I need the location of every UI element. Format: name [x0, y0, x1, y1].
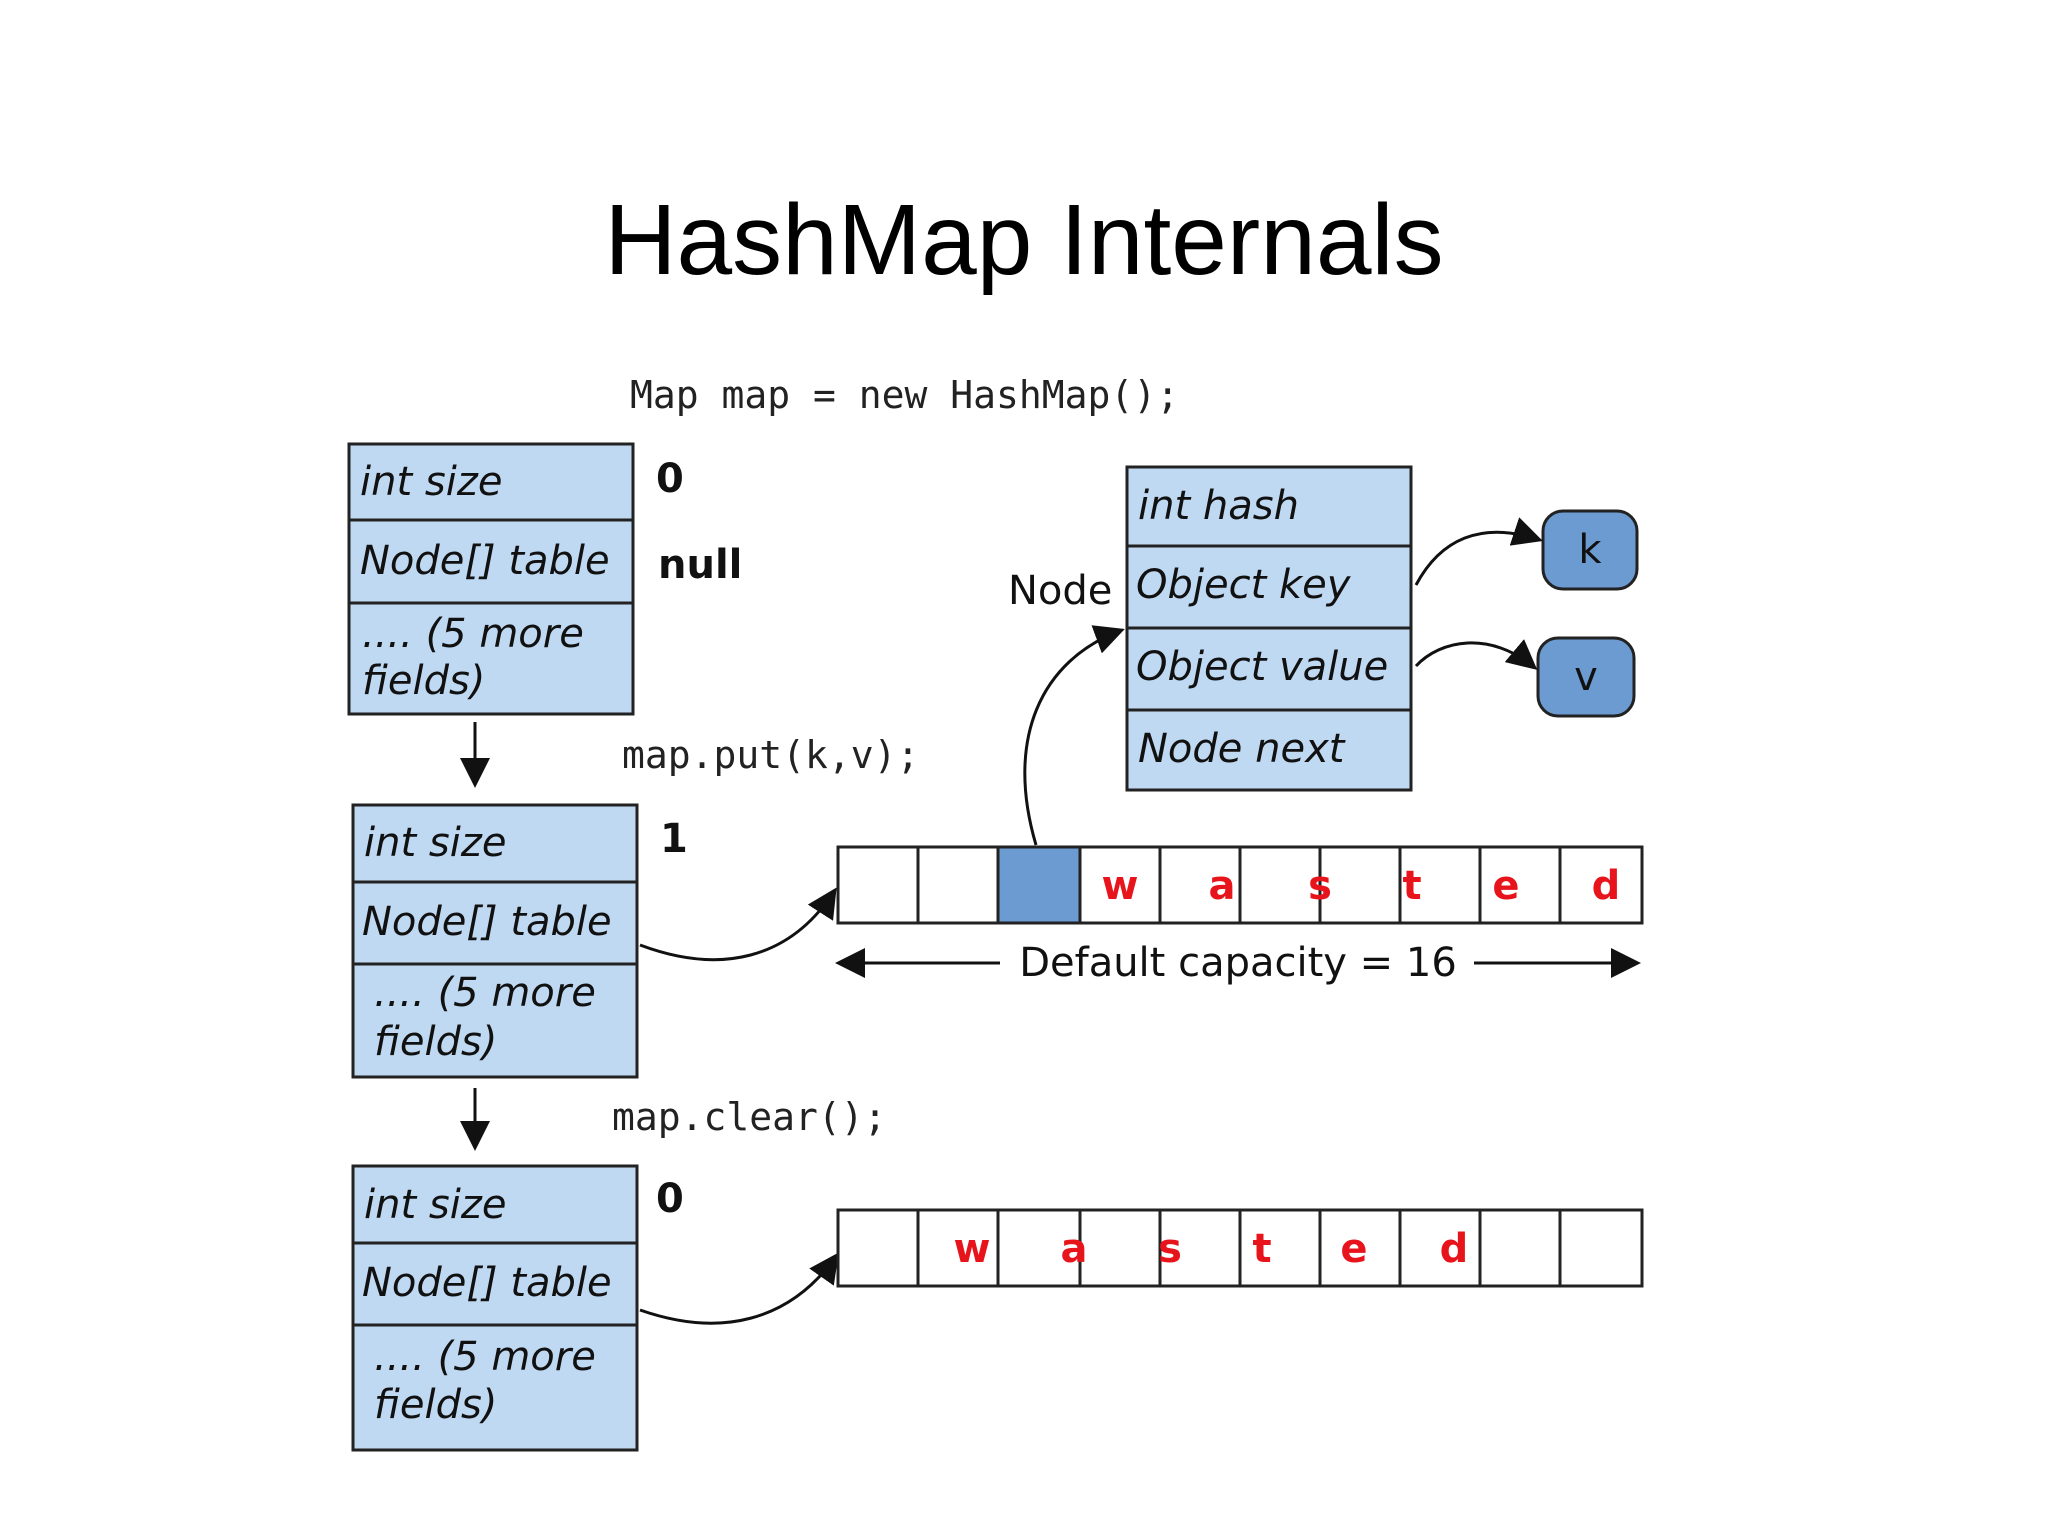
key-object: k	[1541, 509, 1639, 591]
field-more-fields-cont: fields)	[362, 658, 485, 704]
field-node-table: Node[] table	[360, 538, 610, 584]
node-field-hash: int hash	[1138, 483, 1299, 529]
code-map-clear: map.clear();	[612, 1095, 887, 1139]
value-object: v	[1536, 636, 1636, 718]
wasted-letter: a	[1061, 1226, 1088, 1272]
occupied-bucket	[996, 845, 1082, 925]
field-int-size: int size	[364, 1182, 506, 1228]
hashmap-object-after-clear: int size Node[] table .... (5 more field…	[351, 1164, 639, 1452]
wasted-letter: t	[1252, 1226, 1271, 1272]
wasted-letter: w	[954, 1226, 991, 1272]
node-field-next: Node next	[1138, 726, 1346, 772]
node-label: Node	[1008, 568, 1112, 614]
size-value: 0	[656, 1176, 684, 1222]
field-more-fields: .... (5 more	[374, 970, 596, 1016]
bucket-to-node-arrow	[1023, 625, 1125, 846]
field-node-table: Node[] table	[362, 899, 612, 945]
value-reference-arrow	[1414, 639, 1538, 670]
bucket-array-after-put: w a s t e d	[836, 845, 1644, 925]
field-more-fields: .... (5 more	[362, 611, 584, 657]
hashmap-object-initial: int size Node[] table .... (5 more field…	[347, 442, 635, 716]
page-title: HashMap Internals	[604, 184, 1444, 296]
field-more-fields-cont: fields)	[374, 1019, 497, 1065]
field-more-fields: .... (5 more	[374, 1334, 596, 1380]
node-field-value: Object value	[1136, 644, 1388, 690]
wasted-letter: d	[1440, 1226, 1469, 1272]
table-value: null	[658, 542, 742, 588]
wasted-letter: t	[1402, 863, 1421, 909]
field-int-size: int size	[364, 820, 506, 866]
wasted-letter: s	[1158, 1226, 1182, 1272]
hashmap-object-after-put: int size Node[] table .... (5 more field…	[351, 803, 639, 1079]
wasted-letter: e	[1340, 1226, 1367, 1272]
size-value: 1	[660, 816, 688, 862]
value-label: v	[1574, 654, 1598, 700]
wasted-letter: e	[1492, 863, 1519, 909]
code-create-map: Map map = new HashMap();	[630, 373, 1179, 417]
table-reference-arrow	[639, 887, 837, 962]
field-more-fields-cont: fields)	[374, 1382, 497, 1428]
wasted-letter: s	[1308, 863, 1332, 909]
wasted-letter: d	[1592, 863, 1621, 909]
code-map-put: map.put(k,v);	[622, 733, 919, 777]
field-int-size: int size	[360, 459, 502, 505]
bucket-array-after-clear: w a s t e d	[836, 1208, 1644, 1288]
capacity-label: Default capacity = 16	[1019, 940, 1457, 986]
table-reference-arrow	[639, 1252, 839, 1325]
wasted-letter: w	[1102, 863, 1139, 909]
size-value: 0	[656, 456, 684, 502]
key-reference-arrow	[1414, 517, 1543, 586]
field-node-table: Node[] table	[362, 1260, 612, 1306]
node-object: int hash Object key Object value Node ne…	[1125, 465, 1413, 792]
key-label: k	[1578, 527, 1602, 573]
node-field-key: Object key	[1136, 562, 1352, 608]
wasted-letter: a	[1209, 863, 1236, 909]
